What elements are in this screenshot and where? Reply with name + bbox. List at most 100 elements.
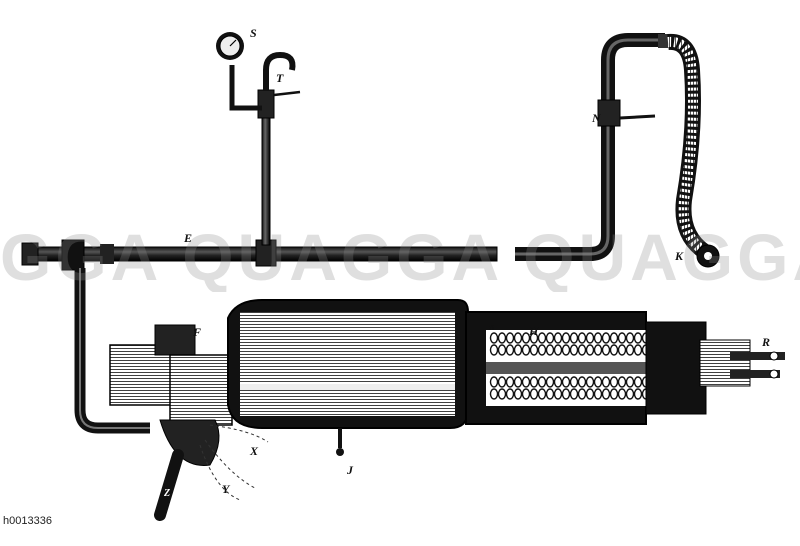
coil-turn bbox=[601, 332, 611, 344]
heater-section-h bbox=[465, 311, 785, 425]
coil-turn bbox=[529, 388, 539, 400]
coil-turn bbox=[489, 332, 499, 344]
coil-turn bbox=[553, 388, 563, 400]
coil-turn bbox=[609, 332, 619, 344]
coil-turn bbox=[537, 332, 547, 344]
coil-turn bbox=[497, 344, 507, 356]
coil-turn bbox=[609, 376, 619, 388]
coil-turn bbox=[545, 332, 555, 344]
pipe-to-n bbox=[515, 33, 668, 261]
label-n-small: n bbox=[489, 322, 495, 333]
coil-turn bbox=[521, 376, 531, 388]
coil-turn bbox=[625, 376, 635, 388]
coil-turn bbox=[545, 376, 555, 388]
coil-turn bbox=[569, 344, 579, 356]
image-id: h0013336 bbox=[3, 515, 52, 527]
coil-turn bbox=[633, 388, 643, 400]
coil-turn bbox=[625, 344, 635, 356]
coil-turn bbox=[609, 388, 619, 400]
coil-turn bbox=[521, 332, 531, 344]
coil-turn bbox=[497, 332, 507, 344]
coil-turn bbox=[513, 332, 523, 344]
label-s: S bbox=[250, 26, 257, 40]
coil-turn bbox=[617, 344, 627, 356]
coil-turn bbox=[633, 376, 643, 388]
coil-turn bbox=[577, 388, 587, 400]
coil-turn bbox=[529, 344, 539, 356]
label-e: E bbox=[184, 231, 193, 245]
coil-turn bbox=[585, 344, 595, 356]
label-x: X bbox=[250, 444, 259, 458]
coil-turn bbox=[601, 388, 611, 400]
coil-turn bbox=[601, 344, 611, 356]
coil-turn bbox=[553, 332, 563, 344]
coil-turn bbox=[633, 344, 643, 356]
label-z: Z bbox=[164, 488, 171, 499]
coil-turn bbox=[505, 376, 515, 388]
coil-turn bbox=[617, 388, 627, 400]
coil-turn bbox=[521, 388, 531, 400]
coil-turn bbox=[569, 388, 579, 400]
coil-turn bbox=[489, 388, 499, 400]
coil-turn bbox=[529, 376, 539, 388]
coil-turn bbox=[561, 344, 571, 356]
coil-turn bbox=[513, 344, 523, 356]
coil-turn bbox=[569, 376, 579, 388]
coil-turn bbox=[585, 376, 595, 388]
coil-turn bbox=[505, 388, 515, 400]
coil-turn bbox=[617, 376, 627, 388]
cylinder-body bbox=[227, 299, 469, 456]
coil-turn bbox=[553, 344, 563, 356]
coil-turn bbox=[505, 332, 515, 344]
coil-turn bbox=[545, 388, 555, 400]
coil-turn bbox=[593, 388, 603, 400]
valve-assembly-f bbox=[109, 324, 269, 521]
coil-turn bbox=[489, 376, 499, 388]
coil-turn bbox=[601, 376, 611, 388]
hose-k bbox=[667, 33, 720, 268]
coil-turn bbox=[537, 344, 547, 356]
coil-turn bbox=[585, 388, 595, 400]
coil-turn bbox=[537, 376, 547, 388]
coil-turn bbox=[569, 332, 579, 344]
coil-turn bbox=[625, 332, 635, 344]
label-t: T bbox=[276, 71, 284, 85]
coil-turn bbox=[593, 332, 603, 344]
coil-turn bbox=[625, 388, 635, 400]
coil-turn bbox=[497, 388, 507, 400]
coil-turn bbox=[497, 376, 507, 388]
coil-turn bbox=[577, 332, 587, 344]
coil-turn bbox=[577, 344, 587, 356]
label-h: H bbox=[529, 324, 539, 338]
coil-turn bbox=[617, 332, 627, 344]
coil-turn bbox=[545, 344, 555, 356]
gauge-pipe bbox=[216, 32, 301, 246]
coil-turn bbox=[593, 344, 603, 356]
coil-turn bbox=[521, 344, 531, 356]
coil-turn bbox=[529, 332, 539, 344]
main-pipe-e bbox=[21, 239, 498, 271]
label-n: N bbox=[592, 111, 601, 125]
coil-turn bbox=[537, 388, 547, 400]
coil-turn bbox=[585, 332, 595, 344]
coil-turn bbox=[561, 376, 571, 388]
coil-turn bbox=[489, 344, 499, 356]
coil-turn bbox=[577, 376, 587, 388]
label-k: K bbox=[675, 249, 684, 263]
label-r: R bbox=[762, 335, 771, 349]
label-f: F bbox=[193, 325, 202, 339]
coil-turn bbox=[593, 376, 603, 388]
coil-turn bbox=[561, 388, 571, 400]
coil-turn bbox=[553, 376, 563, 388]
coil-turn bbox=[513, 388, 523, 400]
coil-turn bbox=[561, 332, 571, 344]
down-pipe bbox=[74, 268, 150, 434]
coil-turn bbox=[633, 332, 643, 344]
coil-turn bbox=[513, 376, 523, 388]
coil-turn bbox=[609, 344, 619, 356]
label-j: J bbox=[347, 463, 353, 477]
label-y: Y bbox=[222, 482, 230, 496]
coil-turn bbox=[505, 344, 515, 356]
